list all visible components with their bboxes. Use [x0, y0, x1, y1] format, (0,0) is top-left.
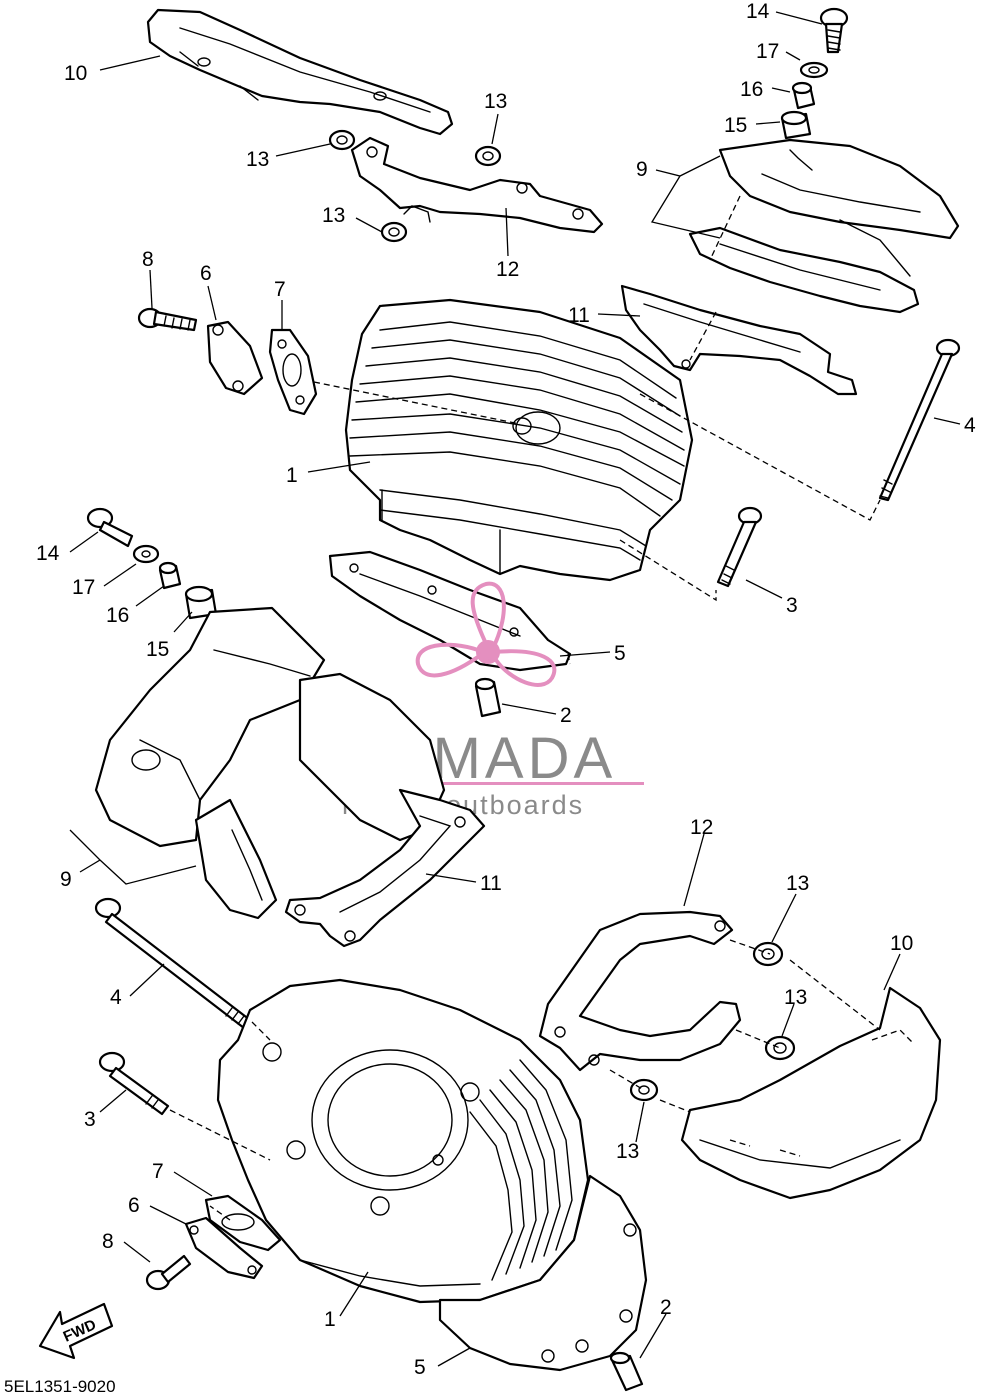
gasket-upper-7	[268, 328, 318, 416]
callout-label: 12	[690, 816, 713, 839]
callout-label: 1	[286, 464, 298, 487]
gasket-lower-7	[204, 1194, 282, 1252]
callout-label: 10	[890, 932, 913, 955]
cylinder-lower	[216, 978, 590, 1304]
callout-label: 11	[480, 872, 502, 895]
watermark-rule	[344, 782, 644, 785]
callout-label: 8	[142, 248, 154, 271]
callout-label: 17	[756, 40, 779, 63]
callout-label: 13	[784, 986, 807, 1009]
bolt-lower-stack	[86, 507, 134, 548]
collar-lower	[158, 561, 182, 590]
dowel-pin-lower	[609, 1351, 644, 1392]
callout-label: 4	[964, 414, 976, 437]
callout-label: 3	[786, 594, 798, 617]
cylinder-upper	[344, 298, 694, 582]
callout-label: 16	[106, 604, 129, 627]
cover-plate-lower-6	[184, 1216, 264, 1280]
grommet-lower-1	[752, 941, 784, 967]
bolt-lower-3	[98, 1051, 170, 1116]
cover-gasket-upper	[620, 284, 858, 396]
propeller-icon	[415, 581, 557, 687]
callout-label: 2	[660, 1296, 672, 1319]
callout-label: 13	[322, 204, 345, 227]
cover-gasket-lower	[284, 788, 486, 948]
grommet-upper-1	[328, 129, 356, 151]
stud-bolt-upper	[878, 338, 961, 502]
callout-label: 6	[200, 262, 212, 285]
callout-label: 9	[60, 868, 72, 891]
cover-bracket-upper	[350, 136, 604, 234]
grommet-cover-upper	[780, 110, 812, 140]
callout-label: 13	[246, 148, 269, 171]
cylinder-head-cover-lower	[680, 986, 942, 1200]
washer-upper	[799, 61, 829, 79]
cylinder-head-cover-upper	[146, 8, 454, 136]
grommet-lower-3	[629, 1078, 659, 1102]
callout-label: 1	[324, 1308, 336, 1331]
callout-label: 13	[484, 90, 507, 113]
callout-label: 7	[152, 1160, 164, 1183]
callout-label: 2	[560, 704, 572, 727]
bolt-lower-8	[145, 1254, 192, 1291]
callout-label: 5	[614, 642, 626, 665]
callout-label: 12	[496, 258, 519, 281]
drawing-code: 5EL1351-9020	[4, 1377, 116, 1395]
callout-label: 14	[746, 0, 770, 23]
forward-direction-arrow-icon: FWD	[38, 1302, 114, 1360]
callout-label: 5	[414, 1356, 426, 1379]
dowel-pin-upper	[474, 677, 502, 718]
callout-label: 8	[102, 1230, 114, 1253]
callout-label: 10	[64, 62, 87, 85]
callout-label: 9	[636, 158, 648, 181]
collar-upper	[791, 81, 816, 110]
callout-label: 13	[786, 872, 809, 895]
callout-label: 3	[84, 1108, 96, 1131]
leader-lines	[69, 11, 961, 1367]
callout-label: 6	[128, 1194, 140, 1217]
base-gasket-lower	[438, 1174, 648, 1372]
cover-plate-upper-6	[206, 320, 264, 396]
callout-label: 7	[274, 278, 286, 301]
cover-bracket-lower	[538, 910, 742, 1072]
callout-label: 15	[724, 114, 747, 137]
callout-label: 14	[36, 542, 60, 565]
grommet-upper-2	[474, 145, 502, 167]
callout-label: 16	[740, 78, 763, 101]
callout-label: 11	[568, 304, 590, 327]
bolt-upper-3	[716, 506, 763, 588]
cylinder-head-cover-right	[688, 138, 960, 314]
bolt-upper-stack	[819, 7, 849, 54]
grommet-lower-2	[764, 1035, 796, 1061]
grommet-upper-3	[380, 221, 408, 243]
base-gasket-upper	[328, 550, 572, 672]
callout-labels: 14 17 16 15 9 10 13 13 13 12 11 8 6 7 1 …	[36, 0, 976, 1379]
callout-label: 17	[72, 576, 95, 599]
callout-label: 13	[616, 1140, 639, 1163]
callout-label: 15	[146, 638, 169, 661]
callout-label: 4	[110, 986, 122, 1009]
bolt-upper-8	[137, 307, 198, 332]
washer-lower	[132, 544, 160, 564]
cylinder-head-cover-left	[94, 606, 446, 920]
